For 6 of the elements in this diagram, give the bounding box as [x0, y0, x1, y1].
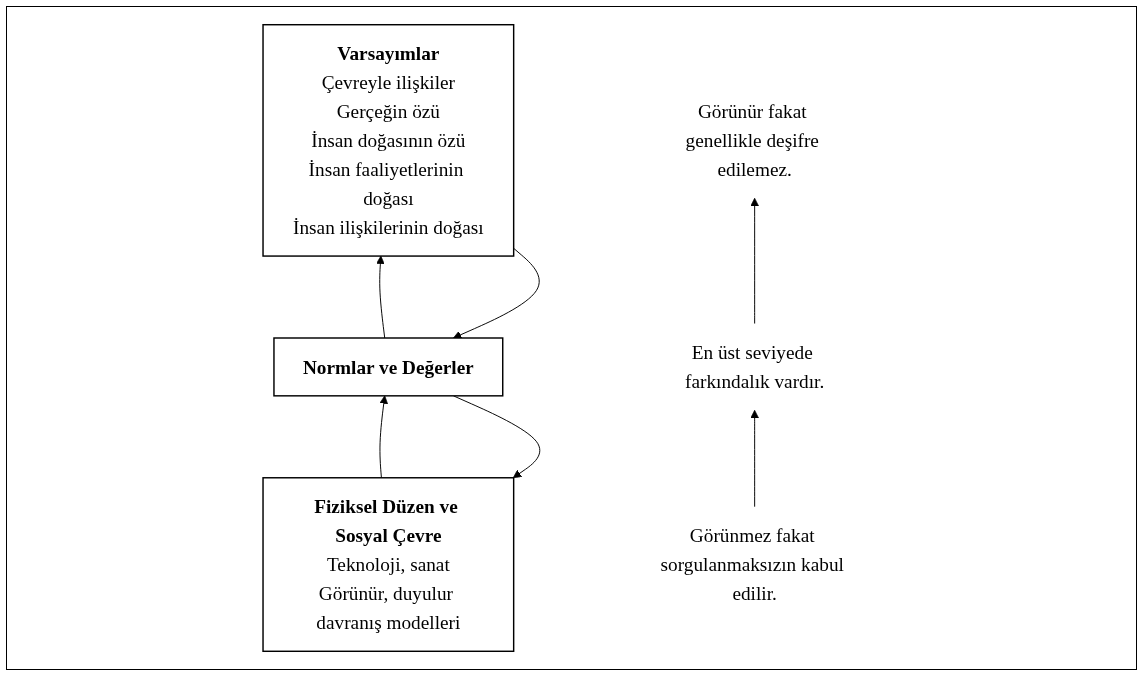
node-text: En üst seviyede farkındalık vardır. — [685, 341, 825, 392]
node-text: Görünür fakat genellikle deşifre edilemez. — [685, 100, 819, 180]
node-box: Varsayımlar Çevreyle ilişkiler Gerçeğin özü İnsan doğasının özü İnsan faaliyetlerinin doğası İnsan ilişkilerinin doğası — [262, 24, 515, 257]
node-box: Normlar ve Değerler — [273, 337, 504, 397]
node-text: Görünmez fakat sorgulanmaksızın kabul edilir. — [660, 525, 844, 605]
node-box: Fiziksel Düzen ve Sosyal Çevre Teknoloji, sanat Görünür, duyulur davranış modelleri — [262, 477, 515, 652]
